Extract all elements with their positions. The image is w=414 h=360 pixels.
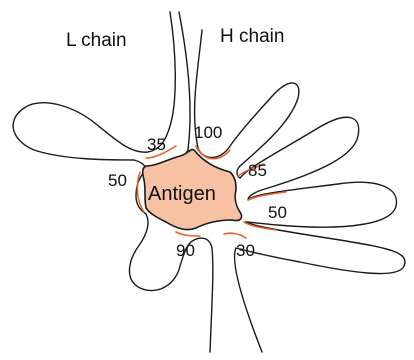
loop-label-l35: 35 [147, 135, 166, 154]
l-chain-strand-top [12, 11, 176, 171]
loop-label-h30: 30 [236, 241, 255, 260]
h-loop-30 [233, 221, 406, 353]
contact-h30-left [223, 232, 247, 239]
antigen-label: Antigen [148, 183, 216, 205]
h-loop-100 [193, 29, 300, 179]
loop-label-h85: 85 [248, 161, 267, 180]
heavy-chain-label: H chain [220, 26, 284, 47]
loop-label-l50: 50 [108, 171, 127, 190]
contact-h30 [243, 221, 277, 231]
l-loop-90 [193, 237, 214, 353]
contact-l50 [136, 171, 145, 213]
h-loop-85 [239, 116, 360, 201]
contact-h50 [247, 191, 287, 201]
contact-l35 [145, 145, 177, 159]
contact-h100 [195, 145, 231, 160]
contact-l90 [175, 231, 201, 237]
loop-label-h50: 50 [268, 203, 287, 222]
contact-h85 [237, 163, 265, 177]
light-chain-label: L chain [66, 30, 127, 51]
l-loop-50 [128, 169, 195, 292]
loop-label-l90: 90 [176, 241, 195, 260]
h-chain-strand-top [178, 11, 191, 157]
antigen-shape [141, 148, 243, 231]
h-loop-50 [245, 181, 398, 228]
loop-label-h100: 100 [194, 123, 222, 142]
